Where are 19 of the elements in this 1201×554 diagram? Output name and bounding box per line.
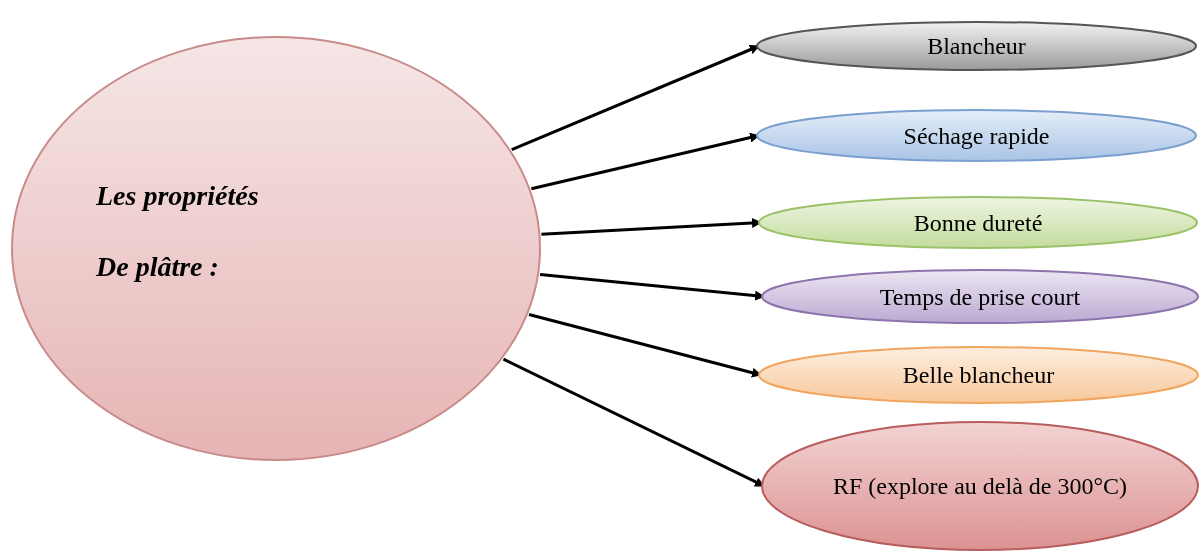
node-text: RF (explore au delà de 300°C) [831,472,1129,501]
node-text: Bonne dureté [912,208,1044,238]
ellipse-shape [760,420,1200,552]
node-text: Séchage rapide [902,121,1051,151]
arrow [511,44,760,152]
node-text: De plâtre : [96,249,220,284]
ellipse-shape [760,268,1200,325]
node-text: Les propriétés [96,178,260,213]
ellipse-shape [10,35,542,462]
node-text: Blancheur [926,32,1027,61]
node-text: Temps de prise court [878,282,1082,312]
arrow [539,272,765,301]
arrow [528,313,762,378]
arrow [531,132,760,191]
ellipse-shape [757,195,1199,250]
ellipse-shape [757,345,1200,405]
ellipse-shape [755,20,1198,72]
node-text: Belle blancheur [901,361,1056,390]
ellipse-shape [755,108,1198,163]
